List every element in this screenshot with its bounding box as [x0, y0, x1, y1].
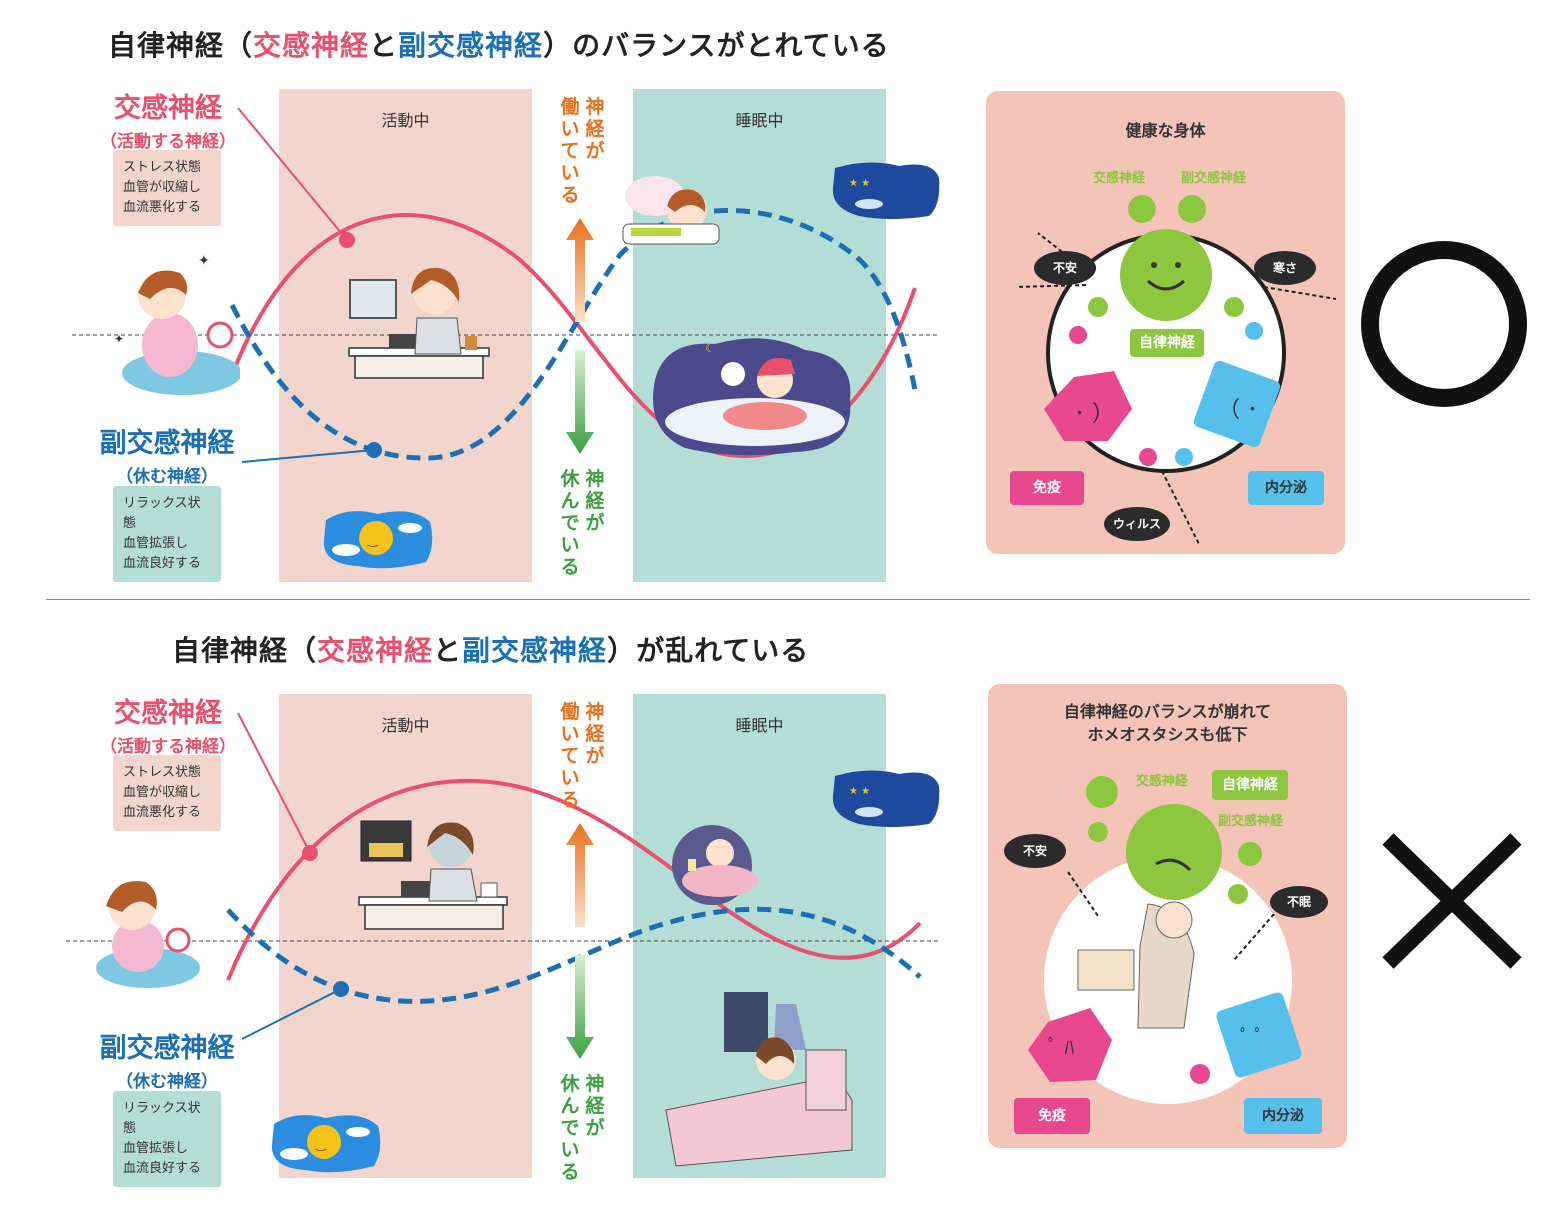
- sun-cloud-illustration: ‿: [323, 511, 433, 569]
- section-title-imbalanced: 自律神経（交感神経と副交感神経）が乱れている: [172, 634, 810, 667]
- bubble-insomnia: 不眠: [1270, 886, 1328, 918]
- parasympathetic-curve: [229, 208, 918, 461]
- up-arrow: [566, 823, 594, 927]
- healthy-body-panel: 健康な身体 交感神経 副交感神経 ･ ） （ ･ 不安 寒さ ウ: [986, 91, 1345, 554]
- section-title-balanced: 自律神経（交感神経と副交感神経）のバランスがとれている: [108, 29, 890, 62]
- panel-title: 健康な身体: [1125, 121, 1206, 140]
- parasympathetic-curve: [226, 906, 922, 1004]
- awake-in-bed-illustration: [665, 992, 853, 1167]
- active-label: 活動中: [381, 716, 430, 735]
- night-sky-illustration: ★ ★: [832, 770, 940, 827]
- panel-title-line1: 自律神経のバランスが崩れて: [1063, 702, 1272, 721]
- imbalanced-body-panel: 自律神経のバランスが崩れて ホメオスタシスも低下 交感神経 副交感神経 ﾟ ﾊ …: [988, 684, 1347, 1148]
- overworked-illustration: [358, 820, 508, 930]
- cross-symbol: [1382, 833, 1522, 969]
- parasympathetic-label: 副交感神経 （休む神経）: [99, 428, 235, 487]
- endocrine-tag: 内分泌: [1244, 1098, 1322, 1134]
- balanced-section: 自律神経（交感神経と副交感神経）のバランスがとれている 活動中 睡眠中 交感神経…: [72, 29, 1527, 582]
- sympathetic-label: 交感神経 （活動する神経）: [100, 93, 236, 152]
- parasympathetic-label: 副交感神経 （休む神経）: [99, 1033, 235, 1092]
- parasympathetic-note: リラックス状態 血管拡張し 血流良好する: [113, 1091, 221, 1187]
- svg-text:★ ★: ★ ★: [849, 178, 870, 189]
- sun-cloud-illustration: ‿: [271, 1115, 381, 1173]
- sympathetic-note: ストレス状態 血管が収縮し 血流悪化する: [113, 150, 221, 226]
- sympathetic-tag: 交感神経: [1136, 774, 1189, 789]
- sympathetic-curve: [226, 778, 922, 981]
- nerve-working-text: 神経が: [585, 96, 605, 162]
- panel-title-line2: ホメオスタシスも低下: [1087, 725, 1248, 744]
- nerve-resting-text: 神経が: [585, 1073, 605, 1139]
- sympathetic-dot: [302, 845, 318, 861]
- immune-tag: 免疫: [1014, 1098, 1090, 1134]
- nerve-working-text-2: 働いている: [560, 701, 580, 811]
- sympathetic-pointer: [237, 712, 311, 854]
- sympathetic-label: 交感神経 （活動する神経）: [100, 698, 236, 757]
- phone-in-bed-illustration: [672, 825, 758, 905]
- svg-text:（ ･: （ ･: [1218, 398, 1258, 423]
- imbalanced-section: 自律神経（交感神経と副交感神経）が乱れている 活動中 睡眠中 交感神経 （活動す…: [0, 605, 1563, 1210]
- nerve-resting-text: 神経が: [585, 468, 605, 534]
- imbalanced-wave-chart: [66, 712, 940, 1059]
- night-sky-illustration: ★ ★: [832, 162, 940, 219]
- bath-illustration: [622, 176, 720, 245]
- active-band: 活動中: [279, 694, 532, 1178]
- circle-symbol: [1361, 241, 1527, 407]
- parasympathetic-dot: [333, 981, 349, 997]
- svg-text:☾: ☾: [705, 341, 716, 355]
- parasympathetic-pointer: [241, 988, 342, 1040]
- sympathetic-dot: [339, 232, 355, 248]
- section-divider: [46, 599, 1530, 600]
- nerve-working-text: 神経が: [585, 701, 605, 767]
- parasympathetic-pointer: [241, 449, 375, 463]
- bubble-anxiety: 不安: [1034, 251, 1096, 285]
- nerve-resting-text-2: 休んでいる: [560, 1073, 580, 1183]
- autonomic-tag: 自律神経: [1130, 329, 1204, 357]
- nerve-working-text-2: 働いている: [560, 96, 580, 206]
- autonomic-tag: 自律神経: [1212, 770, 1288, 800]
- svg-text:‿: ‿: [315, 1137, 327, 1151]
- bubble-anxiety: 不安: [1004, 834, 1066, 868]
- sleeping-girl-illustration: ☾: [653, 338, 851, 456]
- office-worker-illustration: [348, 267, 490, 379]
- tired-waking-girl-illustration: [96, 881, 200, 988]
- svg-text:✦: ✦: [114, 332, 124, 346]
- waking-girl-illustration: ✦ ✦: [114, 255, 240, 395]
- sympathetic-tag: 交感神経: [1093, 171, 1146, 186]
- parasympathetic-tag: 副交感神経: [1218, 814, 1284, 829]
- homeostasis-diagram: ﾟ ﾊ ﾟ ﾟ: [1028, 776, 1302, 1104]
- immune-tag: 免疫: [1010, 471, 1084, 505]
- svg-text:★ ★: ★ ★: [849, 786, 870, 797]
- svg-text:‿: ‿: [367, 533, 379, 547]
- parasympathetic-note: リラックス状態 血管拡張し 血流良好する: [113, 486, 221, 582]
- sympathetic-pointer: [237, 107, 348, 241]
- down-arrow: [566, 350, 594, 454]
- bubble-virus: ウィルス: [1104, 507, 1170, 541]
- parasympathetic-dot: [366, 442, 382, 458]
- active-label: 活動中: [381, 111, 430, 130]
- svg-text:ﾟ ﾊ: ﾟ ﾊ: [1048, 1035, 1074, 1059]
- svg-text:ﾟ ﾟ: ﾟ ﾟ: [1240, 1025, 1264, 1049]
- sleep-label: 睡眠中: [735, 716, 784, 735]
- nerve-resting-text-2: 休んでいる: [560, 468, 580, 578]
- svg-text:･ ）: ･ ）: [1074, 402, 1114, 427]
- bubble-cold: 寒さ: [1254, 251, 1316, 285]
- up-arrow: [566, 218, 594, 322]
- endocrine-tag: 内分泌: [1248, 471, 1324, 505]
- svg-text:✦: ✦: [198, 255, 210, 269]
- sleep-label: 睡眠中: [735, 111, 784, 130]
- parasympathetic-tag: 副交感神経: [1181, 171, 1247, 186]
- sympathetic-note: ストレス状態 血管が収縮し 血流悪化する: [113, 755, 221, 831]
- down-arrow: [566, 955, 594, 1059]
